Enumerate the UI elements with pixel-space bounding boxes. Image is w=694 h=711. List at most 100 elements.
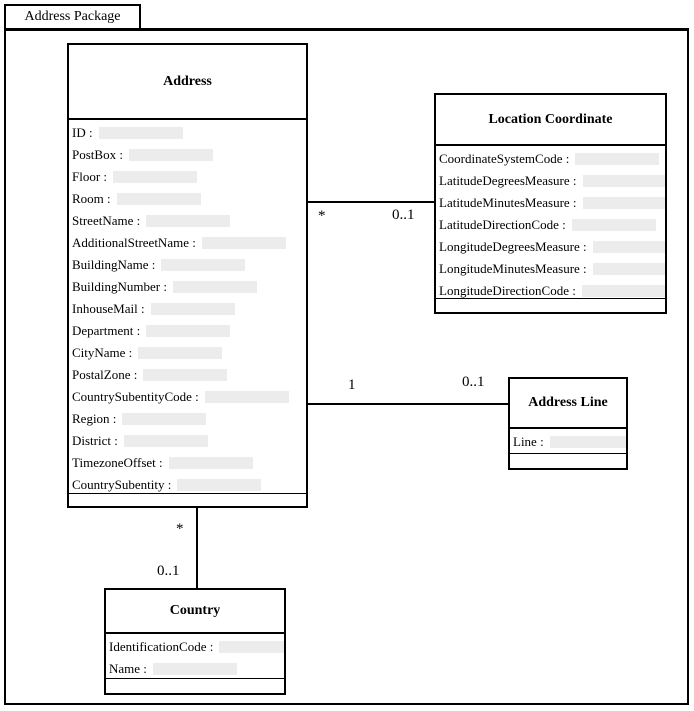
attribute-value-placeholder [168, 457, 253, 469]
attribute-value-placeholder [204, 391, 289, 403]
attribute-value-placeholder [592, 263, 665, 275]
attribute-label: BuildingName : [72, 257, 156, 272]
attribute-label: District : [72, 433, 118, 448]
attribute-label: CoordinateSystemCode : [439, 151, 570, 166]
attribute-row: Name : [106, 658, 284, 678]
address-attributes-compartment: ID : PostBox : Floor : Room : [69, 120, 306, 493]
attribute-value-placeholder [116, 193, 201, 205]
attribute-value-placeholder [152, 663, 237, 675]
attribute-label: PostalZone : [72, 367, 138, 382]
attribute-row: PostalZone : [69, 364, 306, 386]
attribute-row: LatitudeDegreesMeasure : [436, 170, 665, 192]
address-operations-compartment [69, 493, 306, 506]
attribute-label: LongitudeDirectionCode : [439, 283, 576, 298]
attribute-value-placeholder [592, 241, 665, 253]
address-line-attributes-compartment: Line : [510, 429, 626, 453]
attribute-row: BuildingNumber : [69, 276, 306, 298]
attribute-value-placeholder [582, 197, 665, 209]
attribute-label: Region : [72, 411, 117, 426]
association-address-country [196, 508, 198, 588]
package-tab: Address Package [4, 4, 141, 30]
multiplicity-label: 0..1 [390, 207, 417, 223]
attribute-row: ID : [69, 122, 306, 144]
attribute-row: CityName : [69, 342, 306, 364]
attribute-label: Room : [72, 191, 111, 206]
attribute-row: StreetName : [69, 210, 306, 232]
country-operations-compartment [106, 678, 284, 693]
attribute-label: StreetName : [72, 213, 141, 228]
attribute-label: LatitudeDegreesMeasure : [439, 173, 577, 188]
attribute-label: LatitudeMinutesMeasure : [439, 195, 577, 210]
attribute-label: Line : [513, 434, 544, 449]
attribute-label: AdditionalStreetName : [72, 235, 196, 250]
attribute-row: Department : [69, 320, 306, 342]
attribute-value-placeholder [177, 479, 262, 491]
class-address: Address ID : PostBox : Floor : [67, 43, 308, 508]
attribute-value-placeholder [582, 175, 665, 187]
attribute-row: LatitudeDirectionCode : [436, 214, 665, 236]
attribute-row: AdditionalStreetName : [69, 232, 306, 254]
attribute-row: LongitudeMinutesMeasure : [436, 258, 665, 280]
attribute-value-placeholder [146, 215, 231, 227]
attribute-row: Floor : [69, 166, 306, 188]
multiplicity-label: 0..1 [155, 563, 182, 579]
class-country: Country IdentificationCode : Name : [104, 588, 286, 695]
package-title: Address Package [24, 9, 121, 24]
multiplicity-label: 1 [346, 377, 358, 393]
attribute-value-placeholder [122, 413, 207, 425]
attribute-row: LongitudeDegreesMeasure : [436, 236, 665, 258]
attribute-label: Name : [109, 661, 147, 676]
attribute-value-placeholder [150, 303, 235, 315]
attribute-label: LatitudeDirectionCode : [439, 217, 566, 232]
attribute-value-placeholder [113, 171, 198, 183]
attribute-value-placeholder [581, 285, 665, 297]
attribute-value-placeholder [161, 259, 246, 271]
attribute-label: PostBox : [72, 147, 123, 162]
attribute-value-placeholder [575, 153, 660, 165]
attribute-label: ID : [72, 125, 93, 140]
multiplicity-label: 0..1 [460, 374, 487, 390]
attribute-value-placeholder [571, 219, 656, 231]
attribute-row: Region : [69, 408, 306, 430]
attribute-row: Line : [510, 431, 626, 453]
association-address-locationcoordinate [308, 201, 434, 203]
attribute-row: District : [69, 430, 306, 452]
location-coordinate-operations-compartment [436, 298, 665, 312]
address-line-operations-compartment [510, 453, 626, 468]
attribute-label: CityName : [72, 345, 133, 360]
attribute-value-placeholder [172, 281, 257, 293]
attribute-value-placeholder [98, 127, 183, 139]
association-address-addressline [308, 403, 508, 405]
attribute-label: CountrySubentity : [72, 477, 172, 492]
attribute-row: IdentificationCode : [106, 636, 284, 658]
attribute-value-placeholder [201, 237, 286, 249]
attribute-row: Room : [69, 188, 306, 210]
location-coordinate-attributes-compartment: CoordinateSystemCode : LatitudeDegreesMe… [436, 146, 665, 298]
attribute-label: BuildingNumber : [72, 279, 167, 294]
multiplicity-label: * [316, 208, 328, 224]
attribute-value-placeholder [138, 347, 223, 359]
attribute-row: CoordinateSystemCode : [436, 148, 665, 170]
attribute-row: CountrySubentity : [69, 474, 306, 493]
attribute-label: InhouseMail : [72, 301, 145, 316]
attribute-label: TimezoneOffset : [72, 455, 163, 470]
address-class-title: Address [69, 45, 306, 120]
class-location-coordinate: Location Coordinate CoordinateSystemCode… [434, 93, 667, 314]
attribute-value-placeholder [123, 435, 208, 447]
attribute-value-placeholder [128, 149, 213, 161]
attribute-row: InhouseMail : [69, 298, 306, 320]
attribute-label: Floor : [72, 169, 108, 184]
attribute-label: IdentificationCode : [109, 639, 214, 654]
attribute-value-placeholder [143, 369, 228, 381]
attribute-value-placeholder [549, 436, 626, 448]
attribute-row: LongitudeDirectionCode : [436, 280, 665, 298]
class-address-line: Address Line Line : [508, 377, 628, 470]
attribute-row: TimezoneOffset : [69, 452, 306, 474]
country-attributes-compartment: IdentificationCode : Name : [106, 634, 284, 678]
address-line-class-title: Address Line [510, 379, 626, 429]
attribute-value-placeholder [146, 325, 231, 337]
attribute-label: Department : [72, 323, 141, 338]
multiplicity-label: * [174, 521, 186, 537]
attribute-label: LongitudeMinutesMeasure : [439, 261, 587, 276]
